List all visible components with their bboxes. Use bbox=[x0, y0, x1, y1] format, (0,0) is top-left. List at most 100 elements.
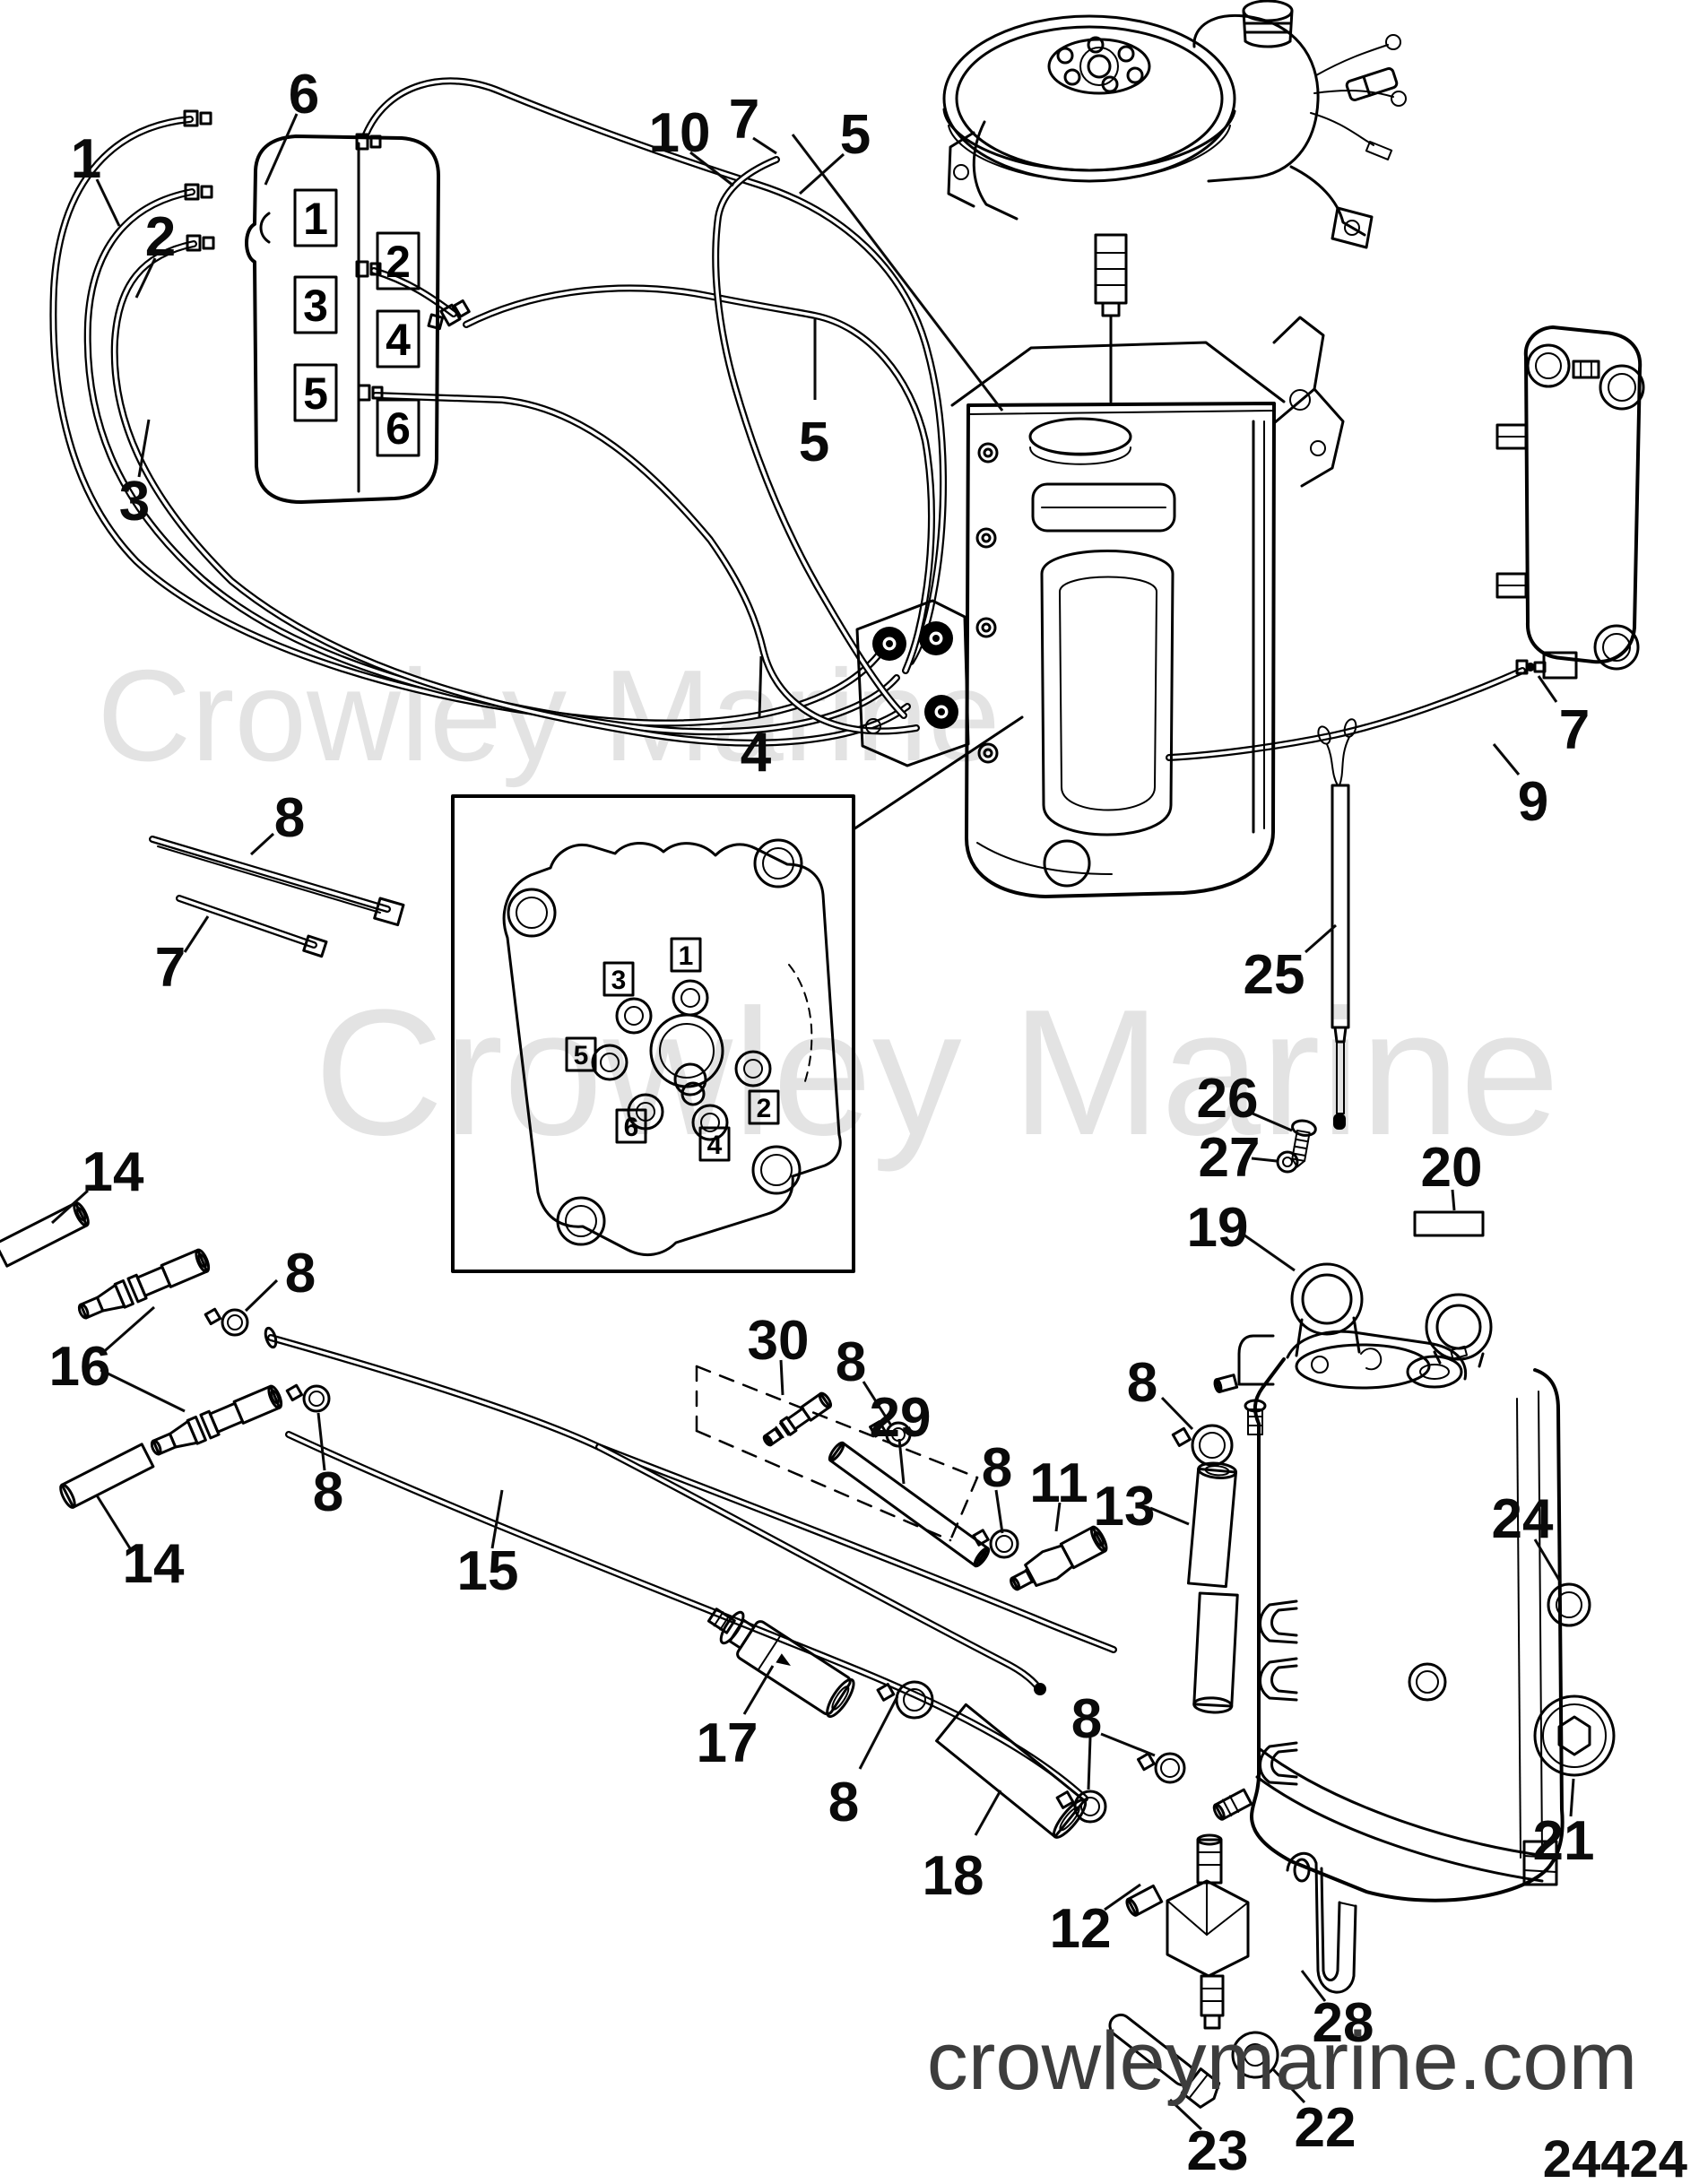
leader-line-8 bbox=[1100, 1732, 1156, 1757]
leader-line-8 bbox=[994, 1489, 1004, 1534]
leader-line-1 bbox=[95, 178, 121, 227]
hose-inner bbox=[287, 1433, 1087, 1800]
port-box-4 bbox=[698, 1126, 731, 1162]
port-label-5: 5 bbox=[574, 1041, 589, 1070]
leader-line-19 bbox=[1240, 1231, 1296, 1272]
callout-label-27: 27 bbox=[1199, 1127, 1261, 1189]
callout-label-8: 8 bbox=[982, 1437, 1012, 1499]
callout-label-14: 14 bbox=[82, 1141, 144, 1203]
hose-inner bbox=[464, 286, 933, 672]
hose-14-upper bbox=[0, 1201, 90, 1268]
inline-connector bbox=[427, 299, 471, 331]
port-label-6: 6 bbox=[386, 403, 411, 454]
hose-inner bbox=[269, 1336, 1115, 1651]
port-label-4: 4 bbox=[386, 315, 411, 365]
leader-line-7 bbox=[791, 134, 1004, 412]
fuel-connector-16a bbox=[77, 1248, 211, 1320]
leader-line-26 bbox=[1252, 1112, 1293, 1132]
callout-label-17: 17 bbox=[697, 1712, 758, 1774]
hose-clamp bbox=[972, 1529, 1019, 1559]
port-box-4 bbox=[376, 309, 420, 368]
callout-label-7: 7 bbox=[1559, 699, 1590, 761]
hose-inner bbox=[51, 117, 885, 725]
j-clamp-28 bbox=[1286, 1851, 1357, 1994]
callout-label-14: 14 bbox=[123, 1533, 185, 1595]
leader-line-4 bbox=[758, 655, 763, 718]
quick-connector-30 bbox=[762, 1391, 833, 1447]
port-label-3: 3 bbox=[611, 966, 627, 995]
port-box-2 bbox=[376, 231, 420, 290]
hose-open-end bbox=[264, 1326, 278, 1349]
leader-line-12 bbox=[1104, 1883, 1141, 1911]
leader-line-10 bbox=[689, 151, 734, 187]
callout-label-25: 25 bbox=[1244, 944, 1305, 1006]
callout-label-5: 5 bbox=[840, 104, 871, 166]
port-box-5 bbox=[565, 1036, 597, 1072]
drawing-number: 24424 bbox=[1543, 2130, 1687, 2184]
port-box-5 bbox=[293, 363, 338, 422]
port-box-3 bbox=[602, 961, 635, 997]
engine-powerhead bbox=[855, 233, 1345, 898]
hose-branch-tip bbox=[1034, 1683, 1046, 1695]
cable-tie-large bbox=[149, 836, 405, 927]
callout-label-9: 9 bbox=[1518, 771, 1548, 833]
callout-label-6: 6 bbox=[289, 64, 319, 126]
hose-inner bbox=[714, 158, 906, 717]
manifold-fitting bbox=[184, 183, 213, 201]
hose-clamp bbox=[1136, 1752, 1186, 1784]
hose-inner bbox=[597, 1445, 1040, 1689]
leader-line-8 bbox=[316, 1412, 326, 1471]
hose-clamp bbox=[204, 1307, 249, 1337]
hex-plug-21 bbox=[1533, 1694, 1616, 1777]
leader-line-20 bbox=[1451, 1189, 1456, 1211]
hose-inner bbox=[112, 242, 909, 745]
leader-line-6 bbox=[264, 113, 299, 186]
port-box-1 bbox=[293, 188, 338, 247]
callout-label-22: 22 bbox=[1295, 2097, 1357, 2159]
fitting-7 bbox=[1515, 659, 1547, 675]
washer-22 bbox=[1231, 2031, 1279, 2079]
callout-label-21: 21 bbox=[1533, 1810, 1595, 1872]
callout-label-23: 23 bbox=[1187, 2120, 1249, 2182]
leader-line-16 bbox=[100, 1368, 186, 1413]
pump-pin bbox=[1345, 66, 1399, 102]
leader-line-3 bbox=[137, 419, 151, 478]
port-label-1: 1 bbox=[303, 194, 328, 244]
oil-hoses bbox=[49, 77, 1526, 1802]
hose-inner bbox=[364, 79, 945, 663]
hose-clamp bbox=[869, 1420, 912, 1448]
hose-inner bbox=[151, 837, 389, 911]
callout-label-30: 30 bbox=[748, 1310, 810, 1372]
tank-barb bbox=[1213, 1374, 1239, 1393]
port-box-2 bbox=[748, 1089, 780, 1125]
leader-line-29 bbox=[897, 1438, 906, 1485]
t-fitting-12 bbox=[1125, 1833, 1250, 2030]
callout-label-29: 29 bbox=[870, 1387, 932, 1449]
inset-pointer-line bbox=[852, 715, 1024, 831]
callout-label-28: 28 bbox=[1313, 1992, 1374, 2054]
callout-label-4: 4 bbox=[741, 722, 772, 784]
callout-label-8: 8 bbox=[313, 1461, 343, 1523]
leader-line-17 bbox=[742, 1665, 775, 1715]
leader-line-14 bbox=[50, 1189, 90, 1225]
leader-line-8 bbox=[858, 1695, 899, 1770]
callout-label-5: 5 bbox=[799, 412, 829, 473]
leader-line-21 bbox=[1569, 1778, 1575, 1817]
hose-13-upper bbox=[1187, 1461, 1238, 1589]
leader-line-25 bbox=[1305, 923, 1337, 954]
callout-label-11: 11 bbox=[1029, 1452, 1088, 1514]
callout-label-16: 16 bbox=[49, 1336, 111, 1398]
manifold-fitting bbox=[357, 384, 384, 402]
hose-clamp bbox=[1171, 1424, 1234, 1467]
leader-line-18 bbox=[974, 1790, 1002, 1836]
callout-label-7: 7 bbox=[729, 89, 759, 151]
callout-label-12: 12 bbox=[1050, 1898, 1112, 1960]
hose-clamp bbox=[1055, 1790, 1107, 1824]
leader-line-24 bbox=[1533, 1538, 1562, 1582]
decal-20 bbox=[1413, 1210, 1485, 1237]
washer-27 bbox=[1276, 1150, 1299, 1174]
leader-line-30 bbox=[779, 1359, 784, 1396]
